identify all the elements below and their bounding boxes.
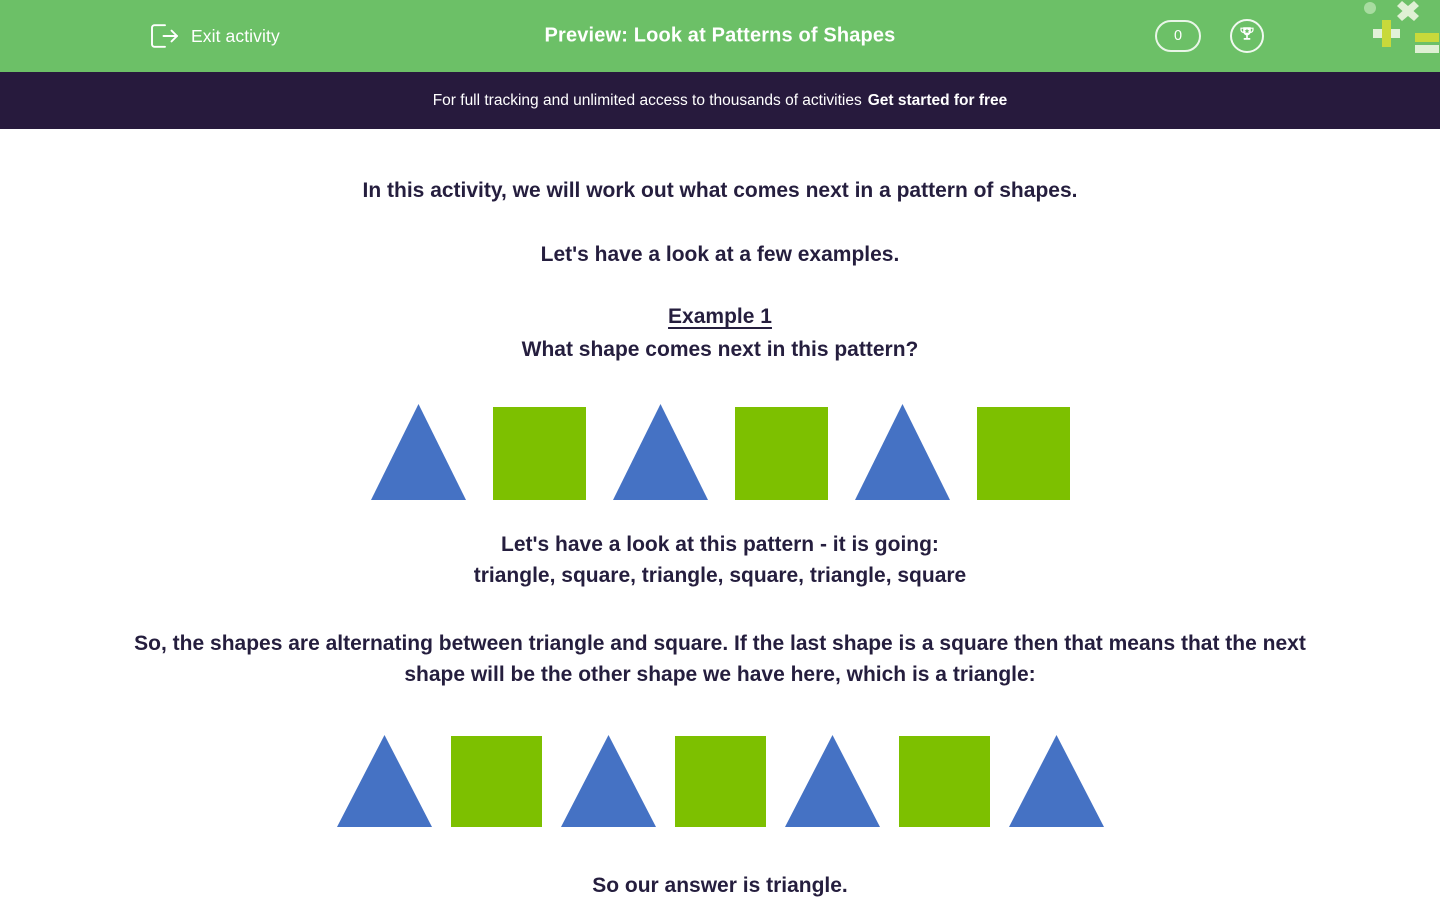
intro-text: In this activity, we will work out what … — [362, 179, 1078, 202]
trophy-button[interactable] — [1230, 19, 1264, 53]
pattern-description: Let's have a look at this pattern - it i… — [0, 530, 1440, 591]
reasoning-text: So, the shapes are alternating between t… — [134, 632, 1306, 686]
example-question: What shape comes next in this pattern? — [521, 338, 919, 362]
header-actions: 0 — [1155, 0, 1440, 72]
square-shape — [976, 407, 1070, 501]
points-counter[interactable]: 0 — [1155, 20, 1201, 52]
exit-door-arrow-icon — [150, 22, 180, 50]
upgrade-banner: For full tracking and unlimited access t… — [0, 72, 1440, 129]
pattern-description-line-2: triangle, square, triangle, square, tria… — [473, 563, 967, 587]
triangle-shape — [854, 404, 950, 501]
square-shape — [674, 736, 766, 828]
pattern-row-question — [0, 404, 1440, 501]
square-shape — [450, 736, 542, 828]
pattern-description-line-1: Let's have a look at this pattern - it i… — [501, 533, 939, 557]
get-started-link[interactable]: Get started for free — [867, 91, 1008, 109]
pattern-row-answer — [0, 735, 1440, 828]
app-header: Exit activity Preview: Look at Patterns … — [0, 0, 1440, 72]
points-value: 0 — [1173, 28, 1183, 44]
answer-text: So our answer is triangle. — [592, 874, 848, 898]
square-shape — [734, 407, 828, 501]
banner-text: For full tracking and unlimited access t… — [432, 91, 862, 109]
triangle-shape — [612, 404, 708, 501]
triangle-shape — [336, 735, 432, 828]
square-shape — [492, 407, 586, 501]
exit-activity-label: Exit activity — [191, 25, 280, 46]
exit-activity-button[interactable]: Exit activity — [150, 22, 280, 50]
trophy-star-icon — [1237, 24, 1257, 49]
square-shape — [898, 736, 990, 828]
triangle-shape — [560, 735, 656, 828]
page-title: Preview: Look at Patterns of Shapes — [544, 24, 896, 47]
activity-content: In this activity, we will work out what … — [0, 129, 1440, 900]
subtitle-text: Let's have a look at a few examples. — [540, 243, 900, 267]
triangle-shape — [370, 404, 466, 501]
triangle-shape — [784, 735, 880, 828]
example-heading: Example 1 — [668, 305, 772, 329]
triangle-shape — [1008, 735, 1104, 828]
